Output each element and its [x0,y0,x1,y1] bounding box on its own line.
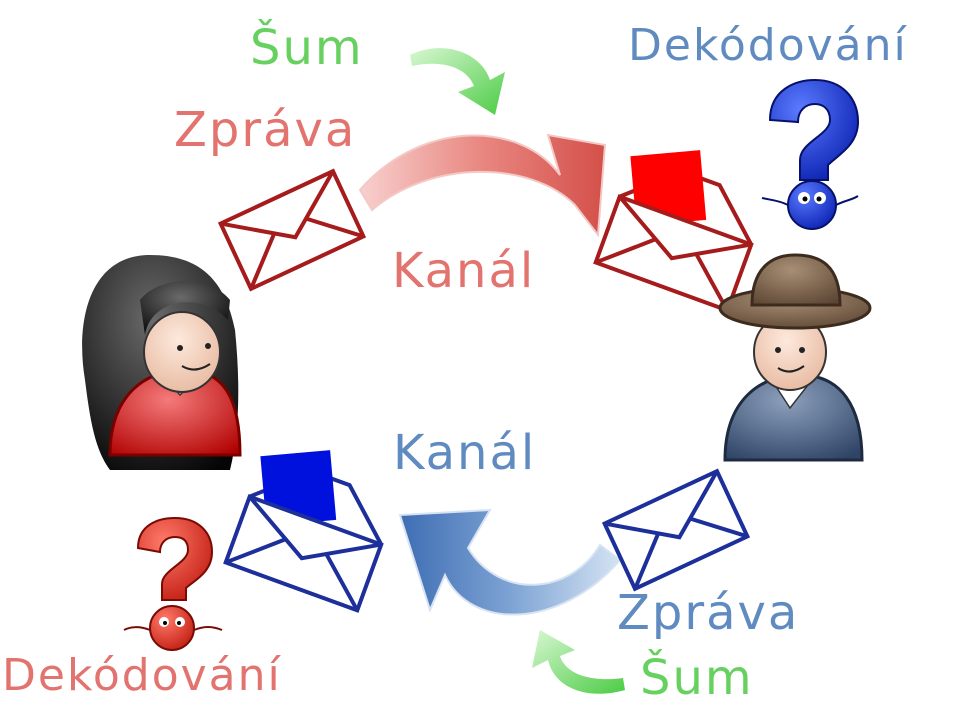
question-mark-character-icon [761,78,860,230]
curved-arrow-icon [398,508,622,616]
woman-avatar-icon [82,255,242,470]
top-decoding-label: Dekódování [628,20,908,71]
man-with-hat-avatar-icon [718,253,872,462]
curved-arrow-icon [532,630,625,694]
open-envelope-with-letter-icon [593,150,754,313]
envelope-icon [217,168,367,292]
top-message-label: Zpráva [174,102,357,158]
question-mark-character-icon [123,516,223,651]
envelope-icon [601,468,751,592]
top-noise-label: Šum [250,20,364,76]
top-channel-label: Kanál [392,243,536,299]
bottom-channel-label: Kanál [393,425,537,481]
curved-arrow-icon [410,48,505,115]
bottom-noise-label: Šum [640,650,754,706]
bottom-decoding-label: Dekódování [2,650,282,701]
open-envelope-with-letter-icon [223,450,384,613]
bottom-message-label: Zpráva [617,585,800,641]
curved-arrow-icon [358,133,607,238]
